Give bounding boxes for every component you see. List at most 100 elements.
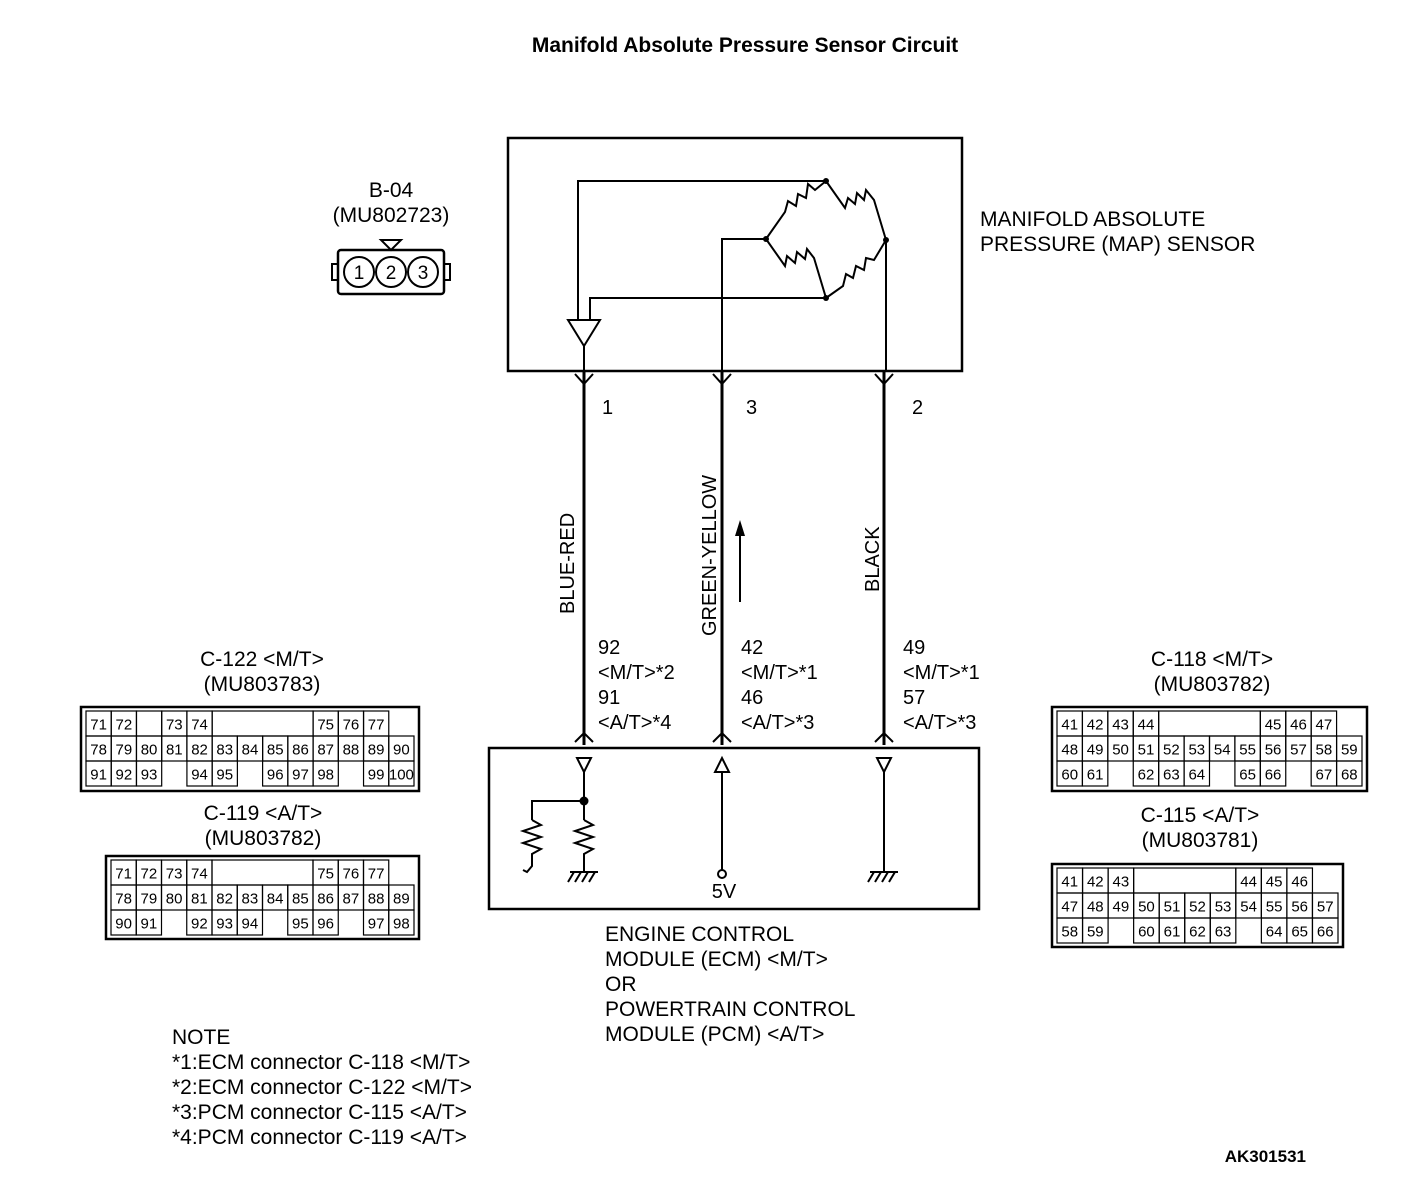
- arrow-up-icon: [735, 520, 745, 536]
- connector-cavity-number: 49: [1113, 899, 1130, 916]
- input-buffer-icon: [575, 757, 593, 775]
- connector-cavity-number: 61: [1164, 924, 1181, 941]
- connector-cavity-number: 52: [1163, 742, 1180, 759]
- note-heading: NOTE: [172, 1026, 230, 1049]
- connector-key-slot: [135, 710, 163, 737]
- connector-cavity-number: 60: [1061, 767, 1078, 784]
- internal-wire-top: [577, 180, 826, 320]
- connector-part: (MU803782): [1154, 673, 1271, 696]
- connector-cavity-number: 64: [1188, 767, 1205, 784]
- connector-cavity-number: 63: [1163, 767, 1180, 784]
- terminal-chevron-icon: [874, 731, 894, 743]
- diagram-title: Manifold Absolute Pressure Sensor Circui…: [532, 34, 958, 57]
- connector-cavity: [1183, 760, 1211, 787]
- sensor-connector-part: (MU802723): [333, 204, 450, 227]
- connector-cavity-number: 82: [191, 742, 208, 759]
- connector-cavity-number: 91: [141, 916, 158, 933]
- supply-voltage-label: 5V: [712, 881, 737, 903]
- connector-cavity-number: 66: [1317, 924, 1334, 941]
- connector-name: C-119 <A/T>: [204, 802, 323, 825]
- ground-icon: [867, 871, 898, 883]
- connector-cavity: [388, 760, 415, 787]
- wire-pin-label: 1: [602, 397, 613, 419]
- connector-cavity-number: 58: [1061, 924, 1078, 941]
- connector-pin-1-label: 1: [354, 263, 365, 284]
- connector-cavity: [1081, 760, 1109, 787]
- connector-cavity-number: 90: [393, 742, 410, 759]
- connector-cavity-number: 80: [141, 742, 158, 759]
- connector-cavity-number: 57: [1317, 899, 1334, 916]
- connector-outline: [1050, 862, 1345, 949]
- input-buffer-icon: [875, 757, 893, 775]
- connector-cavity-number: 55: [1239, 742, 1256, 759]
- svg-text:42: 42: [741, 637, 763, 659]
- connector-cavity-number: 56: [1265, 742, 1282, 759]
- connector-cavity: [135, 760, 163, 787]
- connector-key-slot: [211, 710, 314, 737]
- connector-cavity-number: 78: [90, 742, 107, 759]
- connector-key-slot: [211, 859, 314, 886]
- sensor-connector-id: B-04: [369, 179, 414, 202]
- connector-pin-2-label: 2: [386, 263, 397, 284]
- connector-key-slot: [1133, 867, 1237, 894]
- connector-cavity: [388, 909, 415, 936]
- connector-cavity-number: 53: [1215, 899, 1232, 916]
- connector-cavity: [312, 909, 339, 936]
- map-sensor: MANIFOLD ABSOLUTE PRESSURE (MAP) SENSOR: [506, 136, 1255, 373]
- connector-cavity-number: 45: [1266, 874, 1283, 891]
- wire-pin-label: 3: [746, 397, 757, 419]
- connector-cavity-number: 82: [216, 891, 233, 908]
- connector-part: (MU803782): [205, 827, 322, 850]
- terminal-chevron-icon: [874, 373, 894, 386]
- connector-cavity-number: 94: [191, 767, 208, 784]
- connector-cavity-number: 42: [1087, 874, 1104, 891]
- connector-cavity-number: 95: [292, 916, 309, 933]
- connector-cavity-number: 93: [216, 916, 233, 933]
- connector-cavity-number: 45: [1265, 717, 1282, 734]
- connector-cavity-number: 48: [1061, 742, 1078, 759]
- connector-cavity-number: 83: [216, 742, 233, 759]
- connector-cavity-number: 50: [1138, 899, 1155, 916]
- connector-pin-3: [407, 256, 439, 288]
- connector-cavity-number: 92: [191, 916, 208, 933]
- connector-cavity-number: 98: [393, 916, 410, 933]
- connector-cavity-number: 75: [317, 866, 334, 883]
- connector-cavity-number: 63: [1215, 924, 1232, 941]
- sensor-connector-b04: B-04 (MU802723) 1 2 3: [331, 179, 451, 296]
- note-item: *1:ECM connector C-118 <M/T>: [172, 1051, 470, 1074]
- connector-cavity-number: 78: [115, 891, 132, 908]
- connector-cavity-number: 47: [1316, 717, 1333, 734]
- map-sensor-label-line2: PRESSURE (MAP) SENSOR: [980, 233, 1255, 256]
- connector-latch-right: [443, 263, 451, 281]
- connector-cavity-number: 89: [393, 891, 410, 908]
- connector-cavity-number: 79: [141, 891, 158, 908]
- connector-part: (MU803783): [204, 673, 321, 696]
- wire-color-label: GREEN-YELLOW: [699, 475, 721, 636]
- connector-cavity-number: 54: [1240, 899, 1257, 916]
- control-module-box: [487, 746, 981, 911]
- connector-name: C-118 <M/T>: [1151, 648, 1273, 671]
- note-item: *3:PCM connector C-115 <A/T>: [172, 1101, 467, 1124]
- connector-cavity-number: 71: [90, 717, 107, 734]
- connector-cavity-number: 72: [141, 866, 158, 883]
- svg-text:<M/T>*2: <M/T>*2: [598, 662, 675, 684]
- svg-text:<A/T>*3: <A/T>*3: [741, 712, 814, 734]
- connector-cavity-number: 41: [1061, 874, 1078, 891]
- connector-cavity: [135, 909, 163, 936]
- connector-cavity-number: 76: [343, 717, 360, 734]
- connector-cavity-number: 96: [267, 767, 284, 784]
- connector-key-icon: [378, 239, 404, 252]
- connector-cavity-number: 47: [1061, 899, 1078, 916]
- internal-wire-left: [721, 238, 766, 372]
- connector-cavity-number: 74: [191, 866, 208, 883]
- connector-name: C-122 <M/T>: [200, 648, 324, 671]
- connector-outline: [1050, 705, 1369, 793]
- connector-cavity-number: 88: [368, 891, 385, 908]
- connector-cavity: [236, 909, 264, 936]
- connector-cavity-number: 94: [242, 916, 259, 933]
- connector-cavity: [1335, 760, 1363, 787]
- connector-cavity-number: 99: [368, 767, 385, 784]
